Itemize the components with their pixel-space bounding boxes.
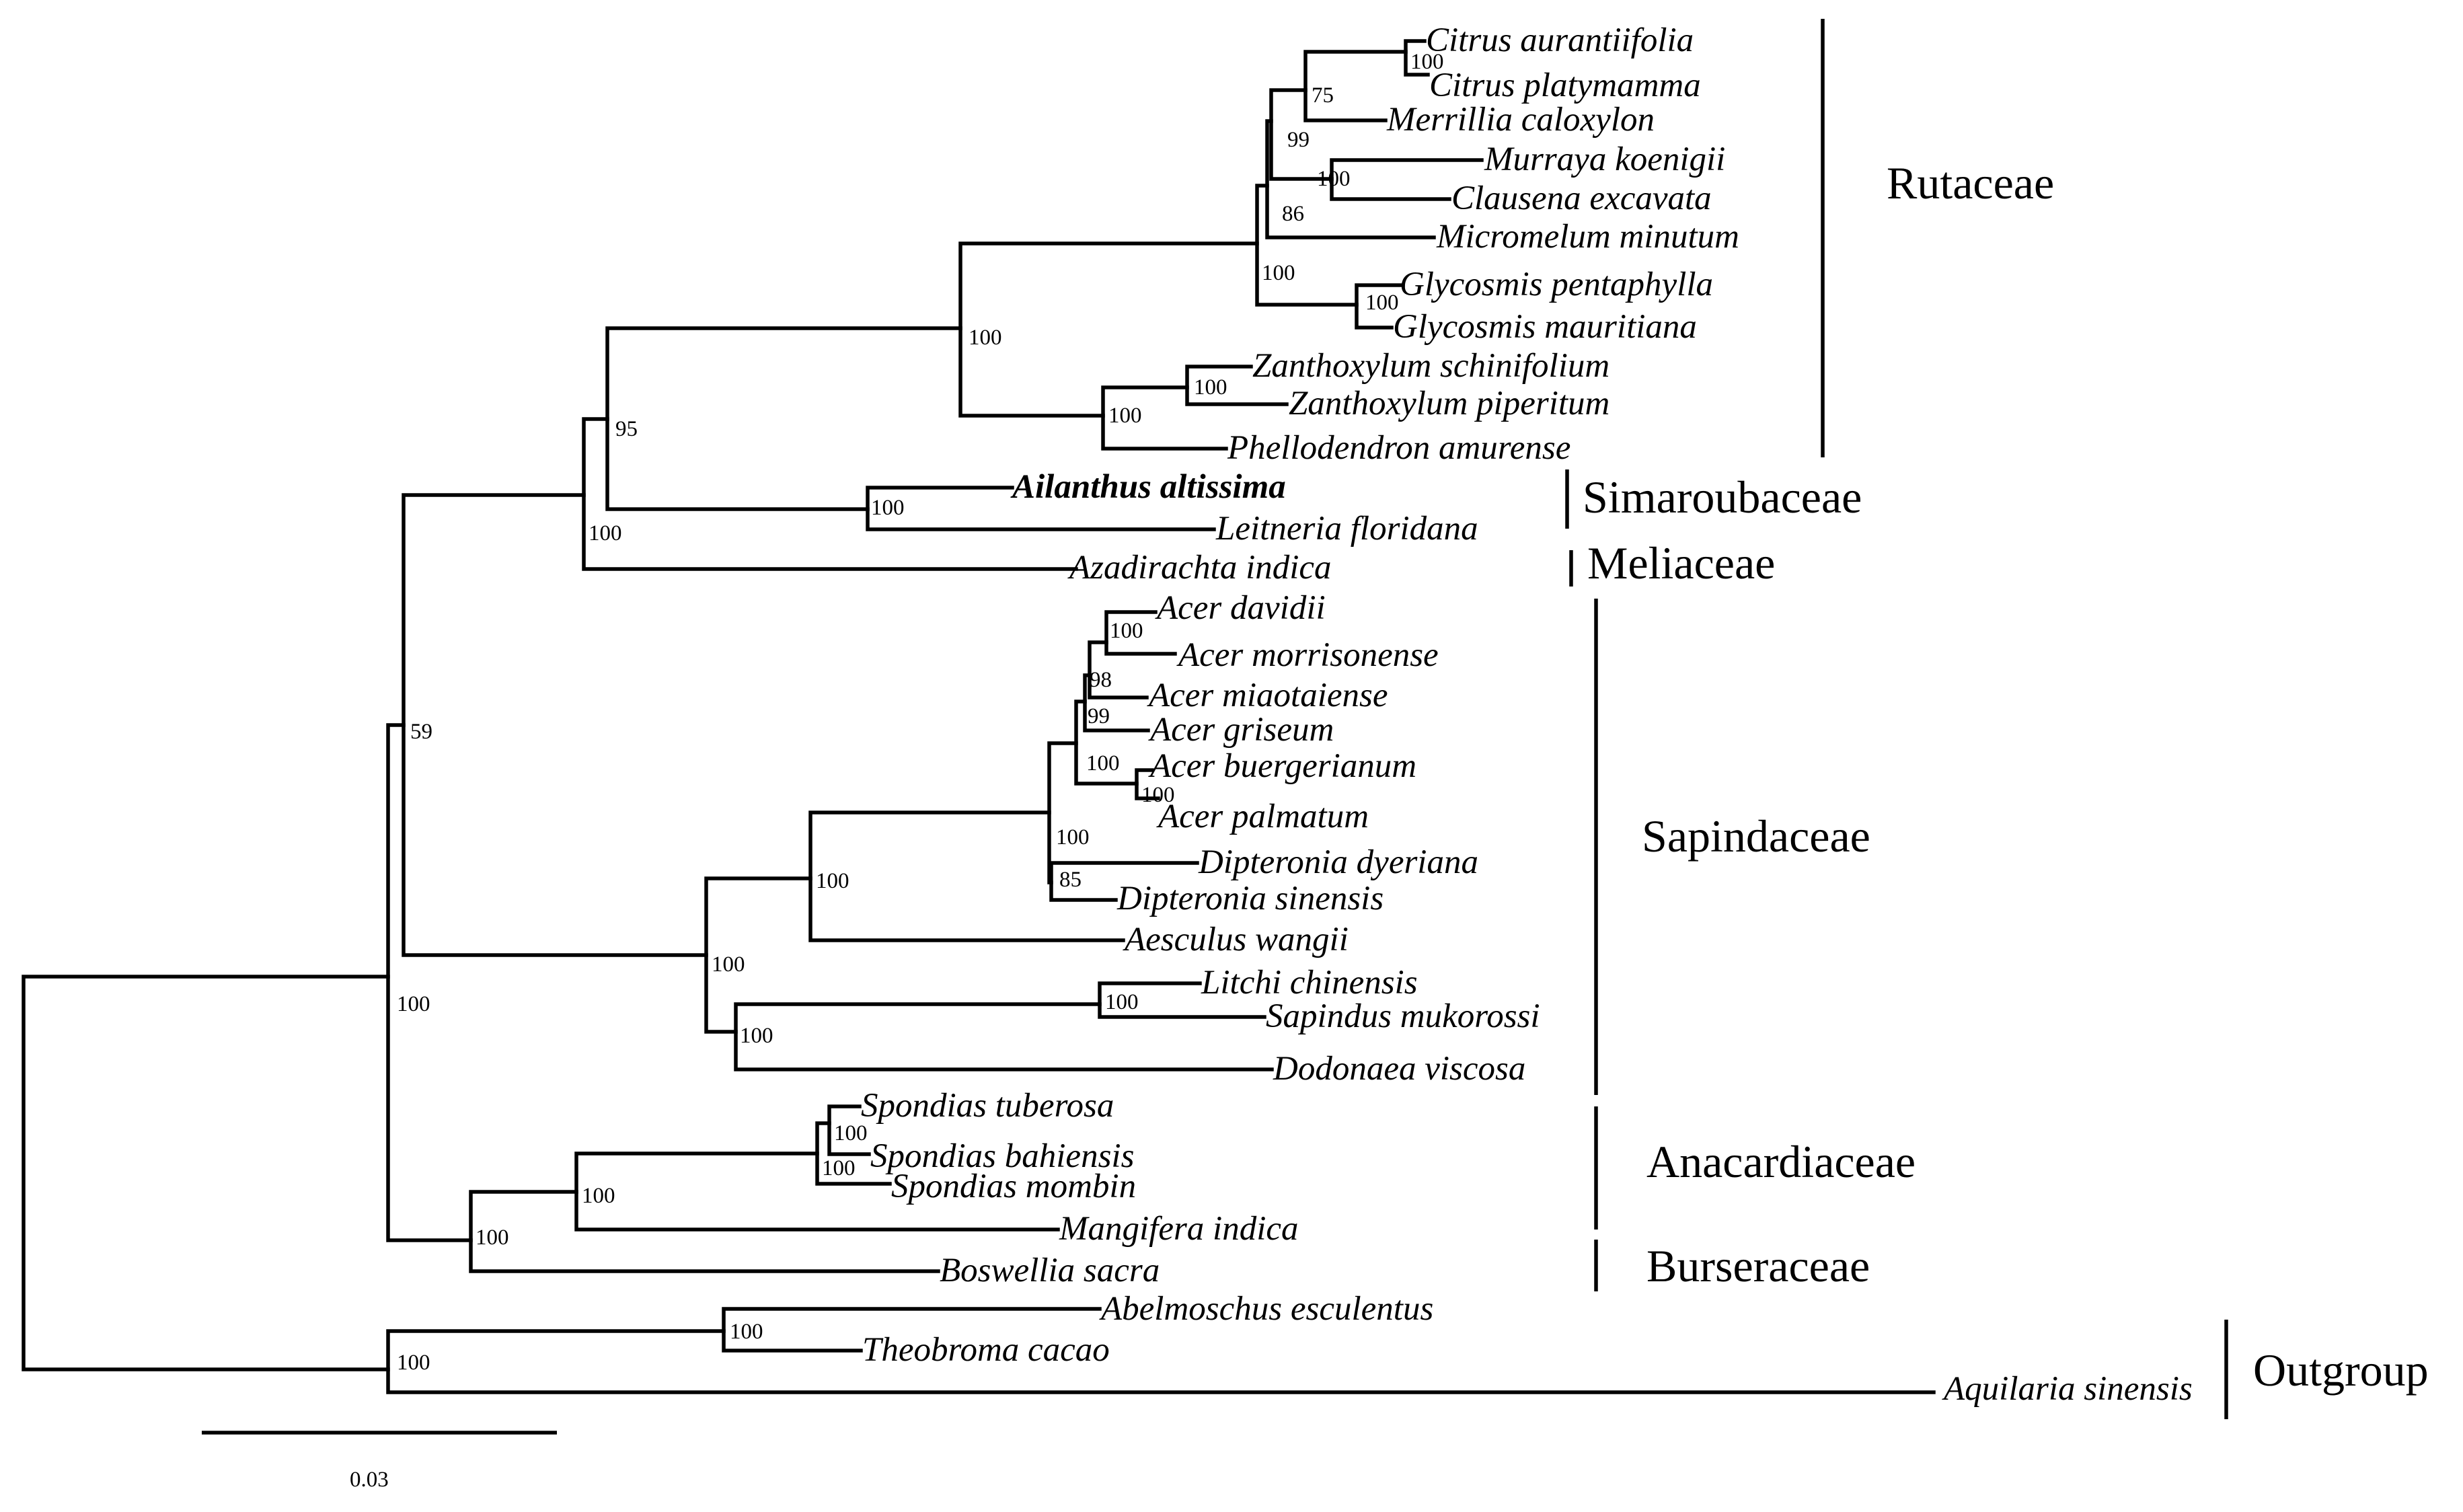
taxon-label: Dodonaea viscosa: [1273, 1050, 1525, 1088]
scale-bar-label: 0.03: [350, 1468, 389, 1492]
taxon-label: Aesculus wangii: [1123, 921, 1349, 958]
scale-bar: 0.03: [202, 1431, 557, 1492]
taxon-label: Citrus platymamma: [1429, 67, 1701, 104]
taxon-label: Acer palmatum: [1156, 798, 1369, 835]
family-label-anacardiaceae: Anacardiaceae: [1646, 1136, 1916, 1187]
bootstrap-value: 100: [969, 326, 1002, 350]
bootstrap-value: 75: [1312, 83, 1334, 108]
taxon-label: Spondias bahiensis: [870, 1137, 1134, 1175]
bootstrap-value: 100: [1365, 291, 1399, 315]
bootstrap-value: 100: [1056, 825, 1090, 849]
tree-branches: [22, 39, 1936, 1394]
bootstrap-value: 100: [712, 952, 745, 977]
bootstrap-values: 100 75 99 100 86 100 100 100 100 100 95 …: [397, 50, 1444, 1375]
bootstrap-value: 100: [730, 1320, 763, 1344]
taxon-label: Acer griseum: [1148, 711, 1334, 749]
family-label-meliaceae: Meliaceae: [1587, 537, 1775, 589]
taxon-label: Glycosmis pentaphylla: [1400, 266, 1713, 303]
bootstrap-value: 86: [1282, 202, 1304, 226]
bootstrap-value: 100: [1108, 404, 1142, 428]
taxon-label: Leitneria floridana: [1215, 510, 1478, 547]
taxon-label: Aquilaria sinensis: [1942, 1370, 2193, 1408]
taxon-label: Spondias mombin: [891, 1168, 1136, 1205]
bootstrap-value: 100: [822, 1156, 856, 1180]
bootstrap-value: 59: [410, 720, 432, 744]
bootstrap-value: 85: [1059, 868, 1082, 892]
bootstrap-value: 100: [1194, 375, 1227, 400]
family-label-rutaceae: Rutaceae: [1887, 157, 2054, 209]
bootstrap-value: 100: [476, 1225, 509, 1250]
taxon-label: Litchi chinensis: [1201, 964, 1418, 1001]
bootstrap-value: 100: [816, 869, 849, 893]
taxon-label: Abelmoschus esculentus: [1099, 1290, 1433, 1328]
taxon-label: Dipteronia dyeriana: [1198, 843, 1478, 881]
taxon-label: Micromelum minutum: [1436, 218, 1739, 256]
taxon-label: Murraya koenigii: [1484, 141, 1725, 178]
taxon-label: Glycosmis mauritiana: [1393, 308, 1697, 346]
taxon-label: Zanthoxylum schinifolium: [1252, 347, 1609, 385]
bootstrap-value: 100: [871, 496, 905, 520]
family-label-simaroubaceae: Simaroubaceae: [1583, 471, 1862, 523]
bootstrap-value: 100: [1410, 50, 1444, 74]
taxon-label: Mangifera indica: [1059, 1210, 1299, 1248]
family-label-outgroup: Outgroup: [2253, 1345, 2429, 1396]
bootstrap-value: 95: [615, 417, 638, 441]
taxon-label: Acer davidii: [1155, 589, 1326, 627]
taxon-label: Theobroma cacao: [862, 1331, 1110, 1369]
bootstrap-value: 100: [834, 1121, 868, 1145]
highlighted-taxon-label: Ailanthus altissima: [1010, 468, 1286, 506]
taxon-label: Merrillia caloxylon: [1386, 101, 1655, 139]
taxon-labels: Citrus aurantiifolia Citrus platymamma M…: [861, 22, 2193, 1408]
taxon-label: Citrus aurantiifolia: [1426, 22, 1694, 59]
taxon-label: Acer miaotaiense: [1147, 677, 1388, 714]
bootstrap-value: 100: [1086, 751, 1120, 776]
family-label-burseraceae: Burseraceae: [1646, 1240, 1870, 1291]
bootstrap-value: 100: [582, 1184, 615, 1208]
taxon-label: Acer buergerianum: [1148, 747, 1416, 785]
taxon-label: Boswellia sacra: [940, 1252, 1160, 1289]
bootstrap-value: 100: [1105, 990, 1139, 1014]
taxon-label: Phellodendron amurense: [1227, 429, 1570, 467]
taxon-label: Dipteronia sinensis: [1116, 880, 1384, 917]
bootstrap-value: 100: [589, 521, 622, 545]
bootstrap-value: 100: [1262, 261, 1295, 285]
taxon-label: Zanthoxylum piperitum: [1289, 385, 1609, 422]
family-label-sapindaceae: Sapindaceae: [1642, 810, 1870, 862]
bootstrap-value: 100: [397, 992, 430, 1016]
bootstrap-value: 100: [397, 1351, 430, 1375]
taxon-label: Sapindus mukorossi: [1266, 997, 1540, 1035]
taxon-label: Azadirachta indica: [1067, 549, 1332, 587]
bootstrap-value: 99: [1287, 128, 1310, 152]
bootstrap-value: 100: [740, 1024, 773, 1048]
bootstrap-value: 100: [1317, 167, 1351, 191]
taxon-label: Spondias tuberosa: [861, 1087, 1114, 1125]
bootstrap-value: 100: [1110, 619, 1143, 643]
bootstrap-value: 100: [1141, 783, 1175, 807]
taxon-label: Acer morrisonense: [1176, 636, 1439, 674]
family-brackets: Rutaceae Simaroubaceae Meliaceae Sapinda…: [1565, 19, 2429, 1419]
taxon-label: Clausena excavata: [1451, 180, 1712, 217]
bootstrap-value: 99: [1088, 704, 1110, 728]
bootstrap-value: 98: [1090, 668, 1112, 692]
